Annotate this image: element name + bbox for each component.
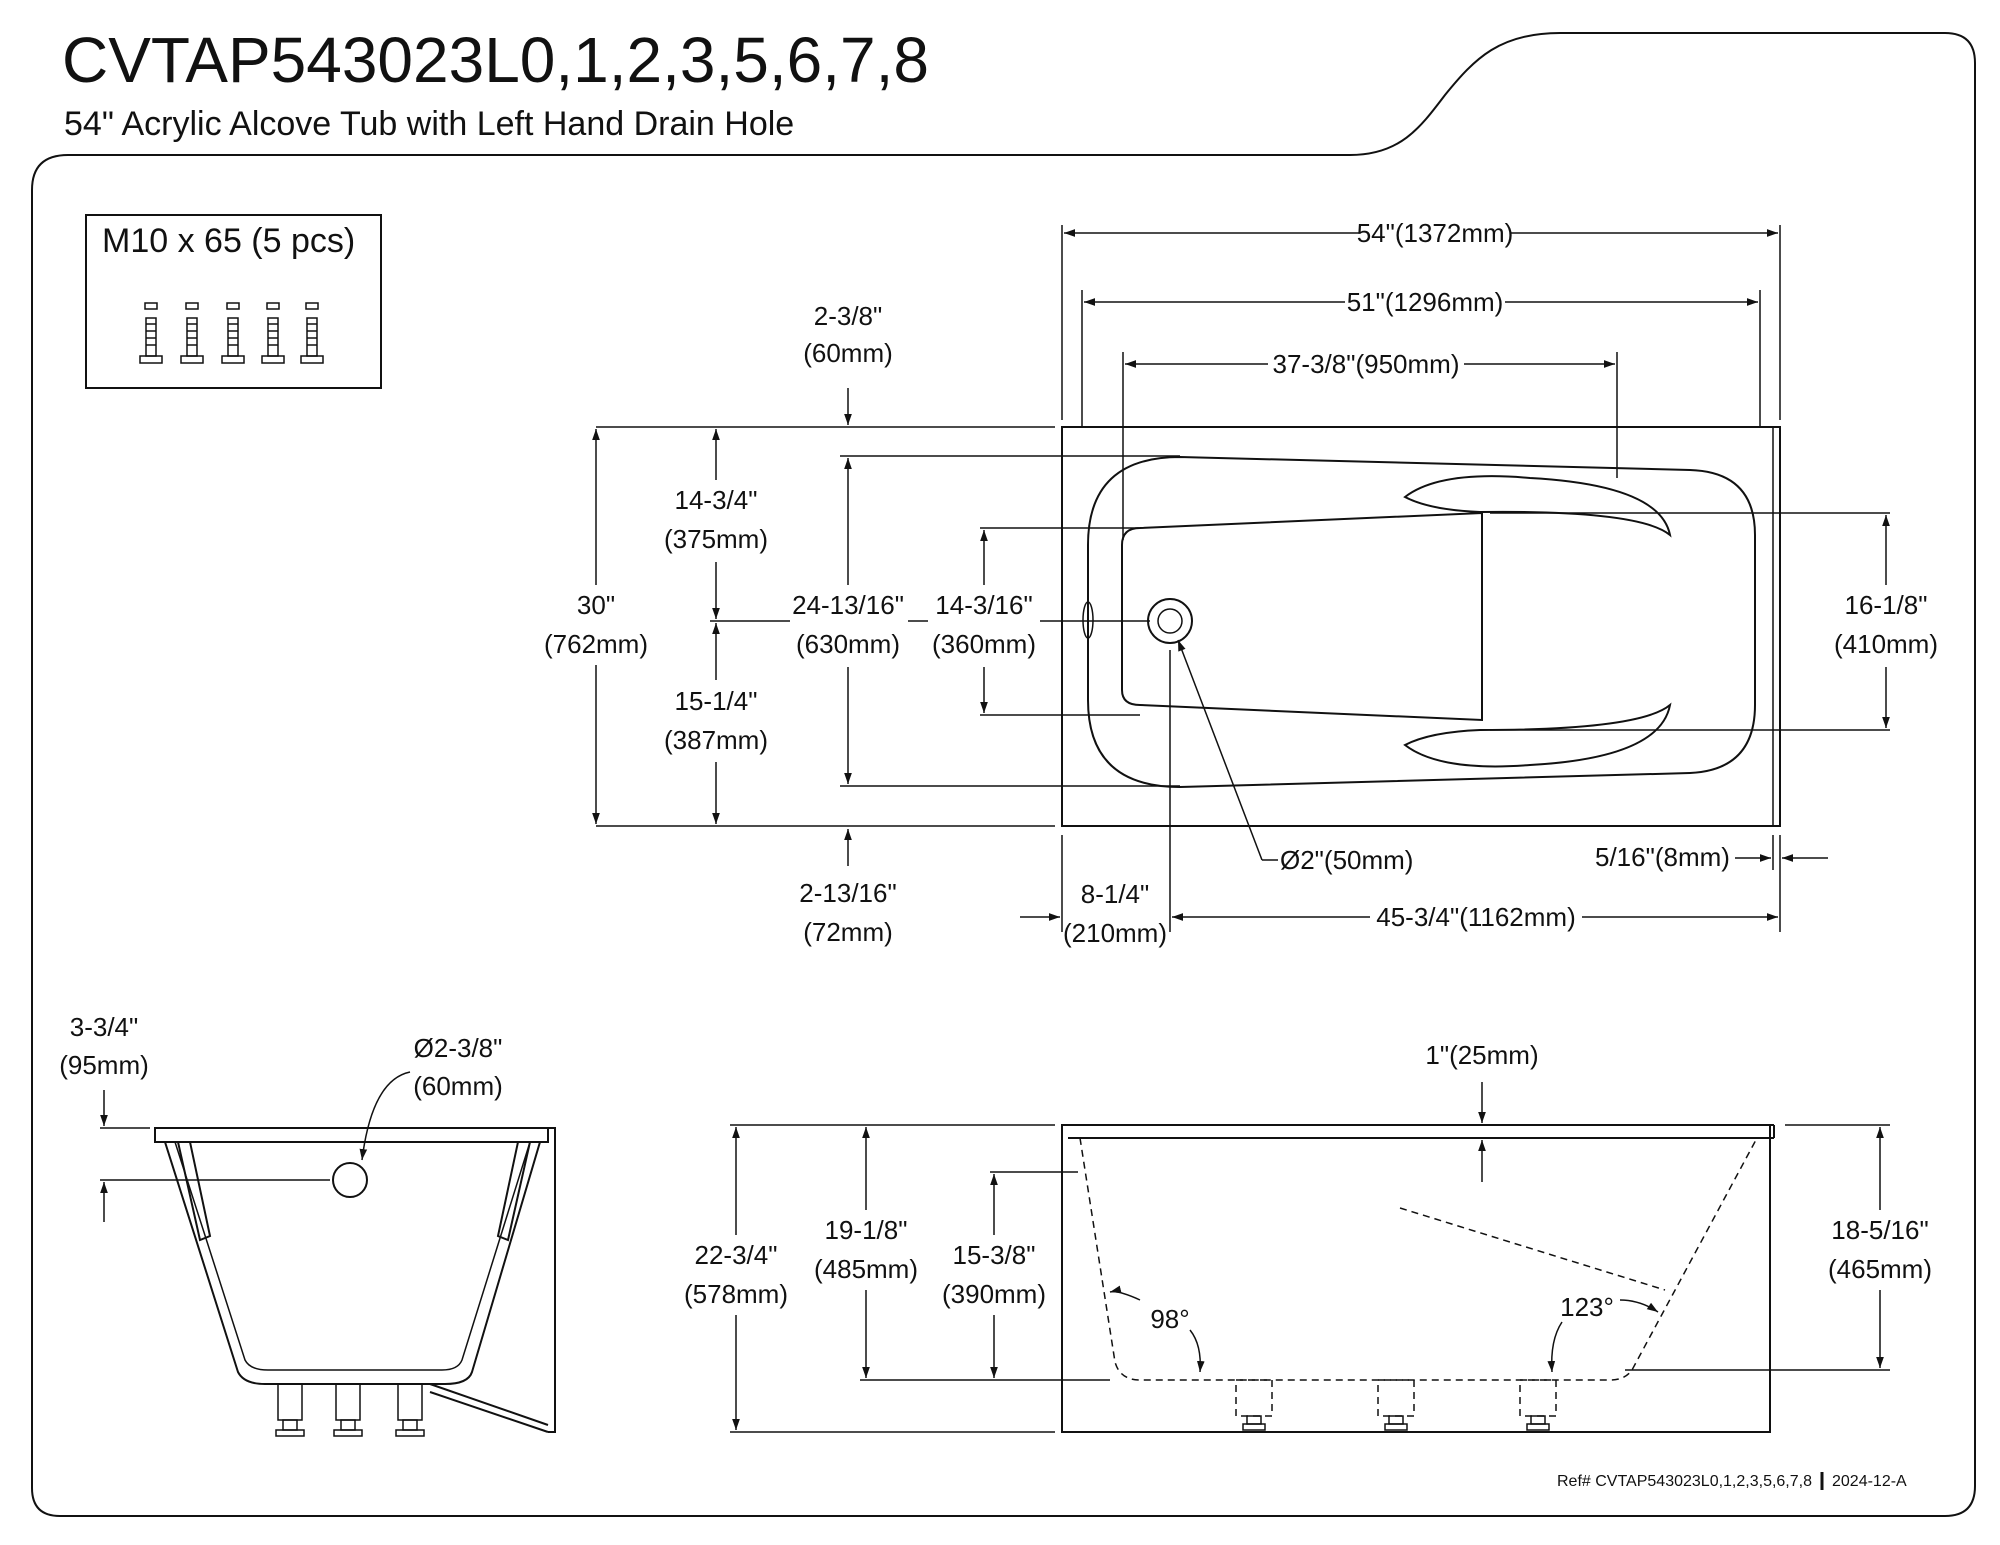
svg-text:(387mm): (387mm) (664, 725, 768, 755)
sheet-border (31, 32, 1976, 1517)
bolt-icon (261, 302, 285, 364)
dim-inner-depth: 18-5/16" (1831, 1215, 1928, 1245)
side-basin-profile (1079, 1137, 1758, 1381)
dim-overall-height: 22-3/4" (695, 1240, 778, 1270)
dim-basin-length: 37-3/8"(950mm) (1273, 349, 1460, 379)
dim-depth: 19-1/8" (825, 1215, 908, 1245)
dim-upper-half: 14-3/4" (675, 485, 758, 515)
dim-overflow-height: 3-3/4" (70, 1012, 139, 1042)
dim-drain-to-end: 45-3/4"(1162mm) (1376, 902, 1576, 932)
svg-text:(762mm): (762mm) (544, 629, 648, 659)
dim-bottom-offset: 2-13/16" (799, 878, 896, 908)
side-outline (1061, 1124, 1771, 1433)
revision-code: 2024-12-A (1832, 1473, 1907, 1490)
svg-text:(360mm): (360mm) (932, 629, 1036, 659)
dim-rim-thickness: 1"(25mm) (1425, 1040, 1538, 1070)
top-view: 54"(1372mm) 51"(1296mm) 37-3/8"(950mm) 2… (540, 215, 1942, 948)
bolt-icon (221, 302, 245, 364)
angle-left: 98° (1150, 1304, 1189, 1334)
svg-text:(465mm): (465mm) (1828, 1254, 1932, 1284)
model-title: CVTAP543023L0,1,2,3,5,6,7,8 (62, 24, 929, 96)
hardware-box: M10 x 65 (5 pcs) (85, 214, 382, 389)
svg-text:(410mm): (410mm) (1834, 629, 1938, 659)
tub-outline (1061, 426, 1781, 827)
bolt-icon (139, 302, 163, 364)
dim-inner-length: 51"(1296mm) (1347, 287, 1504, 317)
dim-floor-width: 14-3/16" (935, 590, 1032, 620)
overflow-hole (332, 1162, 368, 1198)
svg-text:(578mm): (578mm) (684, 1279, 788, 1309)
reference-number: Ref# CVTAP543023L0,1,2,3,5,6,7,8 (1557, 1473, 1812, 1490)
dim-lower-half: 15-1/4" (675, 686, 758, 716)
end-basin (164, 1141, 541, 1385)
dim-inner-width: 24-13/16" (792, 590, 904, 620)
side-view: 22-3/4" (578mm) 19-1/8" (485mm) 15-3/8" … (680, 1040, 1936, 1433)
model-description: 54" Acrylic Alcove Tub with Left Hand Dr… (64, 105, 794, 143)
basin-outline (1087, 455, 1756, 789)
dim-overall-width: 30" (577, 590, 615, 620)
bolt-icon (180, 302, 204, 364)
hardware-label: M10 x 65 (5 pcs) (102, 222, 355, 260)
basin-floor (1121, 511, 1483, 722)
dim-armrest-width: 16-1/8" (1845, 590, 1928, 620)
svg-text:(60mm): (60mm) (413, 1071, 503, 1101)
drain-hole (1147, 598, 1193, 644)
svg-text:(210mm): (210mm) (1063, 918, 1167, 948)
svg-text:(60mm): (60mm) (803, 338, 893, 368)
svg-text:(72mm): (72mm) (803, 917, 893, 947)
angle-right: 123° (1560, 1292, 1614, 1322)
dim-overflow-diameter: Ø2-3/8" (414, 1033, 503, 1063)
dim-overall-length: 54"(1372mm) (1357, 218, 1514, 248)
svg-text:(375mm): (375mm) (664, 524, 768, 554)
svg-text:(95mm): (95mm) (59, 1050, 149, 1080)
svg-text:(485mm): (485mm) (814, 1254, 918, 1284)
dim-flange: 5/16"(8mm) (1595, 842, 1730, 872)
dim-apron-offset: 2-3/8" (814, 301, 883, 331)
svg-text:(630mm): (630mm) (796, 629, 900, 659)
bolt-icons (139, 302, 324, 364)
dim-drain-offset: 8-1/4" (1081, 879, 1150, 909)
dim-drain-diameter: Ø2"(50mm) (1280, 845, 1413, 875)
bolt-icon (300, 302, 324, 364)
svg-text:(390mm): (390mm) (942, 1279, 1046, 1309)
dim-overflow-depth: 15-3/8" (953, 1240, 1036, 1270)
end-view: 3-3/4" (95mm) Ø2-3/8" (60mm) (59, 1012, 556, 1437)
